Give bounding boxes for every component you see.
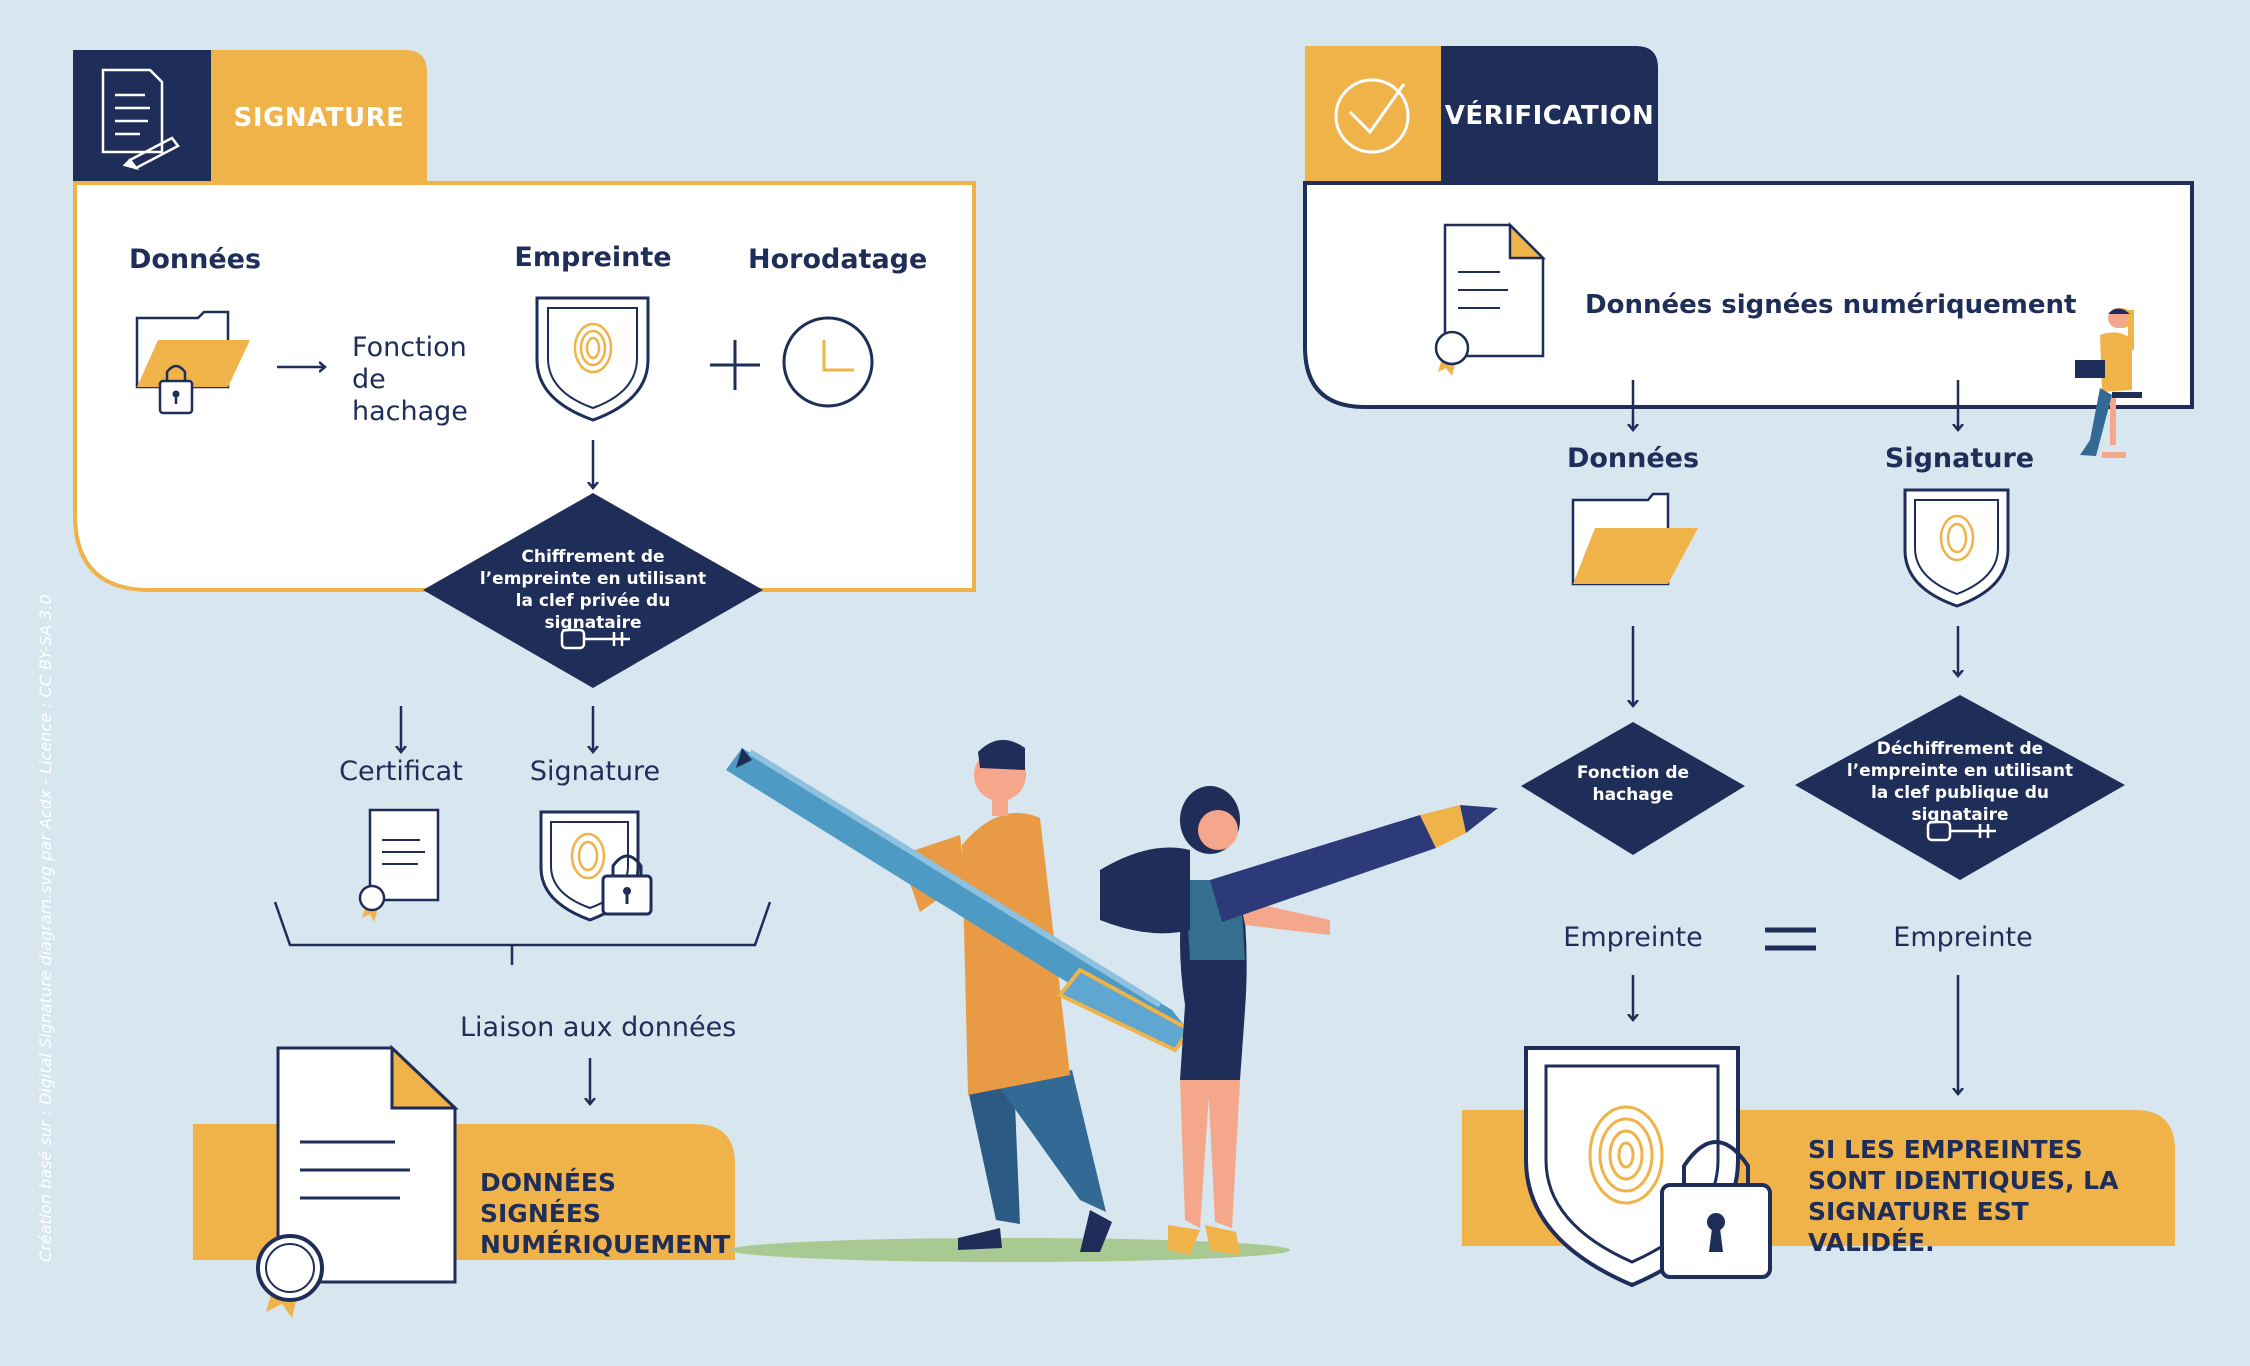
- verification-header-icon-bg: [1305, 46, 1441, 185]
- equals-icon: [1765, 927, 1816, 951]
- binding-label: Liaison aux données: [460, 1012, 737, 1043]
- signature-header-bg: [211, 50, 427, 185]
- binding-bracket: [273, 901, 772, 947]
- signature-shield-icon: [1903, 488, 2010, 608]
- document-pen-icon: [101, 68, 180, 171]
- signature-label: Signature: [529, 756, 661, 787]
- sig-timestamp-label: Horodatage: [748, 244, 928, 275]
- big-pen-navy: [1210, 805, 1498, 922]
- private-key-icon: [560, 628, 630, 650]
- verification-section-title: VÉRIFICATION: [1444, 100, 1655, 131]
- decryption-text: Déchiffrement de l’empreinte en utilisan…: [1846, 739, 2074, 825]
- certificate-label: Certificat: [339, 756, 463, 787]
- certificate-icon: [358, 808, 440, 922]
- sig-hash-function-label: Fonction de hachage: [352, 332, 468, 427]
- validated-shield-icon: [1524, 1046, 1772, 1288]
- clock-icon: [782, 316, 874, 408]
- locked-shield-icon: [539, 810, 653, 922]
- signature-panel: [73, 181, 976, 592]
- signature-section-title: SIGNATURE: [233, 102, 405, 133]
- man-illustration: [900, 739, 1112, 1252]
- encryption-text: Chiffrement de l’empreinte en utilisant …: [479, 547, 707, 633]
- ver-signature-label: Signature: [1884, 443, 2035, 474]
- ver-hash-function-text: Fonction de hachage: [1576, 763, 1690, 805]
- decryption-diamond: [1795, 695, 2125, 880]
- ver-fingerprint-left: Empreinte: [1563, 922, 1703, 953]
- folder-icon: [1571, 492, 1698, 586]
- grass-patch: [730, 1238, 1290, 1262]
- signed-data-document-icon: [1434, 221, 1547, 376]
- verification-header-bg: [1441, 46, 1658, 185]
- signature-result-text: DONNÉES SIGNÉES NUMÉRIQUEMENT: [480, 1168, 731, 1259]
- sitting-person-illustration: [2075, 308, 2142, 458]
- public-key-icon: [1926, 820, 1996, 842]
- verification-result-text: SI LES EMPREINTES SONT IDENTIQUES, LA SI…: [1808, 1135, 2119, 1257]
- signed-document-icon: [256, 1044, 459, 1318]
- sig-data-label: Données: [128, 244, 262, 275]
- encryption-diamond: [423, 493, 763, 688]
- plus-icon: [710, 340, 760, 390]
- hash-function-diamond: [1521, 722, 1745, 855]
- locked-folder-icon: [135, 310, 250, 415]
- sig-fingerprint-label: Empreinte: [514, 242, 672, 273]
- big-pen-blue: [726, 748, 1193, 1053]
- fingerprint-shield-icon: [535, 296, 650, 422]
- checkmark-icon: [1334, 78, 1410, 154]
- woman-illustration: [1100, 786, 1330, 1255]
- ver-data-label: Données: [1566, 443, 1700, 474]
- signed-data-label: Données signées numériquement: [1585, 290, 2077, 320]
- credit-text: Création basé sur : Digital Signature di…: [36, 594, 55, 1262]
- ver-fingerprint-right: Empreinte: [1893, 922, 2033, 953]
- signature-header-icon-bg: [73, 50, 211, 185]
